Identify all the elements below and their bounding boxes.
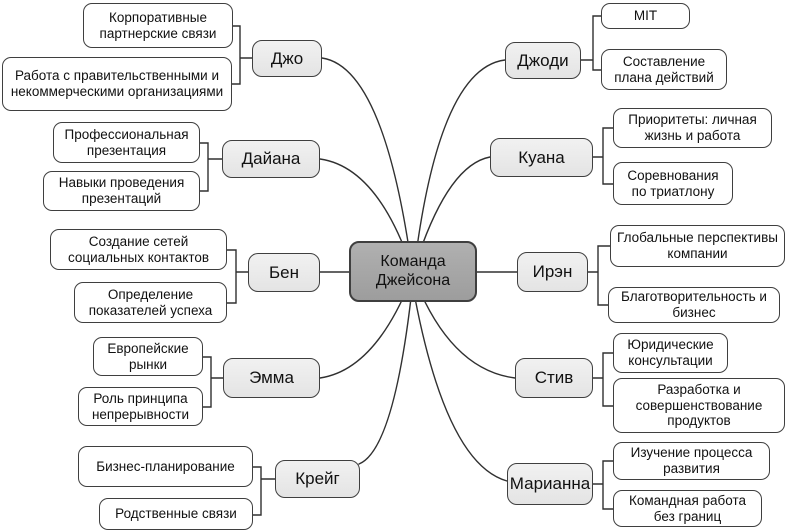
member-node-kuana: Куана bbox=[490, 138, 593, 177]
topic-node-ben-2: Определение показателей успеха bbox=[74, 282, 227, 323]
member-node-joe: Джо bbox=[252, 40, 322, 77]
topic-node-craig-1: Бизнес-планирование bbox=[78, 446, 253, 487]
topic-node-marianna-2: Командная работа без границ bbox=[613, 490, 762, 527]
topic-node-diana-2: Навыки проведения презентаций bbox=[43, 171, 200, 211]
topic-node-emma-1: Европейские рынки bbox=[93, 337, 203, 376]
member-node-craig: Крейг bbox=[275, 460, 360, 498]
topic-node-jody-1: MIT bbox=[601, 3, 690, 29]
topic-node-jody-2: Составление плана действий bbox=[601, 49, 727, 90]
topic-node-craig-2: Родственные связи bbox=[99, 498, 253, 530]
member-node-iren: Ирэн bbox=[517, 252, 588, 292]
member-node-steve: Стив bbox=[515, 358, 593, 398]
bracket-ben bbox=[226, 249, 249, 304]
topic-node-marianna-1: Изучение процесса развития bbox=[613, 442, 770, 480]
bracket-emma bbox=[202, 356, 224, 408]
bracket-marianna bbox=[592, 460, 614, 510]
center-node: Команда Джейсона bbox=[349, 241, 477, 302]
member-node-marianna: Марианна bbox=[507, 463, 593, 505]
member-node-diana: Дайана bbox=[222, 140, 320, 178]
topic-node-diana-1: Профессиональная презентация bbox=[53, 122, 200, 163]
connector-center-jody bbox=[414, 59, 506, 263]
bracket-iren bbox=[587, 245, 611, 306]
bracket-kuana bbox=[592, 127, 614, 185]
topic-node-kuana-1: Приоритеты: личная жизнь и работа bbox=[613, 108, 772, 148]
bracket-jody bbox=[580, 15, 602, 71]
topic-node-ben-1: Создание сетей социальных контактов bbox=[50, 229, 227, 270]
topic-node-iren-2: Благотворительность и бизнес bbox=[608, 287, 780, 323]
topic-node-iren-1: Глобальные перспективы компании bbox=[610, 225, 785, 267]
topic-node-steve-2: Разработка и совершенствование продуктов bbox=[613, 378, 785, 433]
connector-center-marianna bbox=[414, 297, 508, 482]
bracket-joe bbox=[231, 25, 253, 85]
topic-node-joe-2: Работа с правительственными и некоммерче… bbox=[2, 57, 232, 111]
topic-node-kuana-2: Соревнования по триатлону bbox=[613, 162, 733, 205]
bracket-diana bbox=[199, 142, 223, 192]
member-node-ben: Бен bbox=[248, 253, 320, 292]
connector-center-joe bbox=[321, 57, 412, 263]
topic-node-steve-1: Юридические консультации bbox=[613, 333, 728, 373]
member-node-emma: Эмма bbox=[223, 358, 320, 398]
topic-node-emma-2: Роль принципа непрерывности bbox=[78, 387, 203, 426]
bracket-steve bbox=[592, 352, 614, 407]
topic-node-joe-1: Корпоративные партнерские связи bbox=[83, 3, 233, 48]
bracket-craig bbox=[252, 466, 276, 516]
connector-center-craig bbox=[358, 297, 412, 465]
member-node-jody: Джоди bbox=[505, 42, 581, 79]
